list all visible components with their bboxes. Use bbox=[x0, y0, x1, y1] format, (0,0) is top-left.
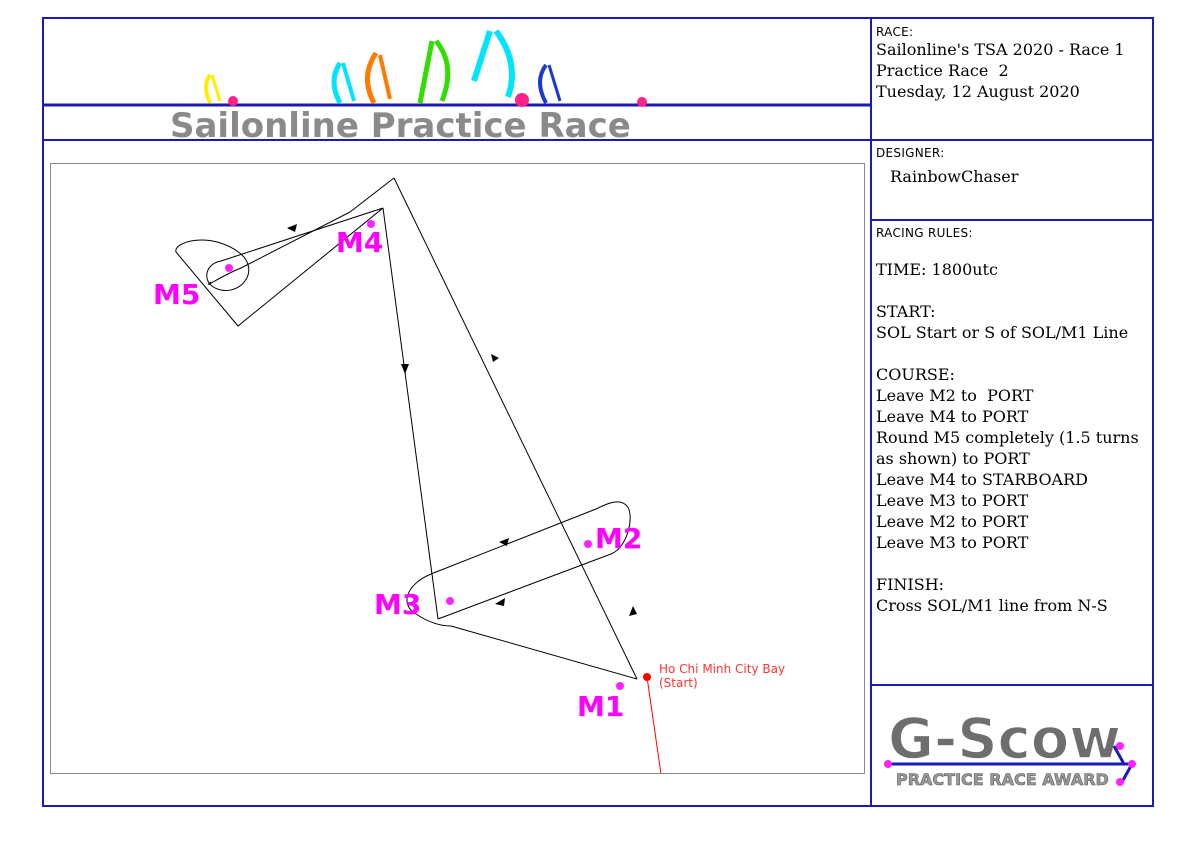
mark-m3 bbox=[446, 597, 454, 605]
award-title: G-Scow bbox=[888, 707, 1121, 772]
rules-time: TIME: 1800utc bbox=[876, 260, 998, 279]
award-buoy-icon bbox=[1116, 742, 1124, 750]
course-leg bbox=[349, 177, 395, 213]
course-leg bbox=[393, 177, 638, 680]
sail-cyan-icon bbox=[331, 61, 343, 105]
sail-green-icon bbox=[417, 40, 435, 104]
course-leg bbox=[382, 207, 439, 620]
award-buoy-icon bbox=[884, 760, 892, 768]
rules-panel-divider bbox=[870, 684, 1154, 686]
direction-arrow-icon bbox=[629, 606, 637, 616]
mark-label-m1: M1 bbox=[577, 690, 624, 723]
m2-rounding-path bbox=[595, 501, 631, 555]
mark-label-m5: M5 bbox=[153, 278, 200, 311]
column-divider bbox=[870, 17, 872, 807]
mark-m5 bbox=[225, 264, 233, 272]
course-line: Leave M3 to PORT bbox=[876, 491, 1029, 510]
banner-logo: Sailonline Practice Race bbox=[44, 29, 870, 139]
race-panel-divider bbox=[870, 139, 1154, 141]
award-buoy-icon bbox=[1116, 778, 1124, 786]
course-line: Leave M4 to PORT bbox=[876, 407, 1029, 426]
mark-m1 bbox=[616, 682, 624, 690]
mark-label-m4: M4 bbox=[336, 226, 383, 259]
start-label-line2: (Start) bbox=[659, 676, 698, 690]
sail-orange-icon bbox=[365, 51, 379, 105]
designer-name: RainbowChaser bbox=[890, 167, 1019, 186]
m5-rounding-path bbox=[175, 207, 384, 327]
sail-blue-icon bbox=[538, 63, 548, 104]
course-line: Leave M3 to PORT bbox=[876, 533, 1029, 552]
direction-arrow-icon bbox=[401, 364, 409, 374]
award-buoy-icon bbox=[1128, 760, 1136, 768]
mark-m4 bbox=[367, 220, 375, 228]
race-date: Tuesday, 12 August 2020 bbox=[876, 82, 1080, 101]
direction-arrow-icon bbox=[499, 538, 509, 546]
course-line: Leave M2 to PORT bbox=[876, 386, 1034, 405]
buoy-icon bbox=[637, 97, 647, 107]
start-line bbox=[646, 676, 662, 773]
course-leg bbox=[220, 207, 384, 262]
sail-yellow-icon bbox=[204, 73, 212, 104]
rules-label: RACING RULES: bbox=[876, 226, 973, 240]
start-label-line1: Ho Chi Minh City Bay bbox=[659, 662, 785, 676]
mark-label-m3: M3 bbox=[374, 588, 421, 621]
direction-arrow-icon bbox=[491, 354, 499, 362]
m3-rounding-path bbox=[406, 573, 452, 627]
rules-finish-heading: FINISH: bbox=[876, 575, 945, 594]
course-chart: Ho Chi Minh City Bay (Start) M1 M2 M3 M4… bbox=[153, 177, 785, 773]
course-map: Ho Chi Minh City Bay (Start) M1 M2 M3 M4… bbox=[50, 163, 865, 774]
race-name: Sailonline's TSA 2020 - Race 1 bbox=[876, 40, 1125, 59]
course-leg bbox=[208, 211, 351, 285]
course-leg bbox=[450, 625, 638, 680]
rules-start-text: SOL Start or S of SOL/M1 Line bbox=[876, 323, 1129, 342]
rules-course-heading: COURSE: bbox=[876, 365, 955, 384]
course-line: Leave M2 to PORT bbox=[876, 512, 1029, 531]
designer-label: DESIGNER: bbox=[876, 146, 945, 160]
designer-panel-divider bbox=[870, 219, 1154, 221]
buoy-icon bbox=[515, 93, 529, 107]
race-subtitle: Practice Race 2 bbox=[876, 61, 1009, 80]
race-label: RACE: bbox=[876, 25, 914, 39]
course-leg bbox=[437, 553, 612, 620]
course-leg bbox=[430, 508, 597, 575]
course-line: Leave M4 to STARBOARD bbox=[876, 470, 1088, 489]
page-frame bbox=[42, 17, 1154, 807]
rules-start-heading: START: bbox=[876, 302, 936, 321]
direction-arrow-icon bbox=[287, 224, 297, 232]
rules-finish-text: Cross SOL/M1 line from N-S bbox=[876, 596, 1108, 615]
mark-m2 bbox=[584, 540, 592, 548]
banner-title: Sailonline Practice Race bbox=[170, 106, 631, 139]
course-line: Round M5 completely (1.5 turns bbox=[876, 428, 1139, 447]
course-line: as shown) to PORT bbox=[876, 449, 1030, 468]
award-subtitle: PRACTICE RACE AWARD bbox=[896, 770, 1109, 789]
start-point bbox=[643, 673, 651, 681]
banner-divider bbox=[42, 139, 872, 141]
mark-label-m2: M2 bbox=[595, 522, 642, 555]
sail-cyan-large-icon bbox=[471, 30, 493, 82]
award-logo: G-Scow PRACTICE RACE AWARD bbox=[884, 706, 1136, 789]
direction-arrow-icon bbox=[495, 598, 505, 606]
buoy-icon bbox=[228, 96, 238, 106]
